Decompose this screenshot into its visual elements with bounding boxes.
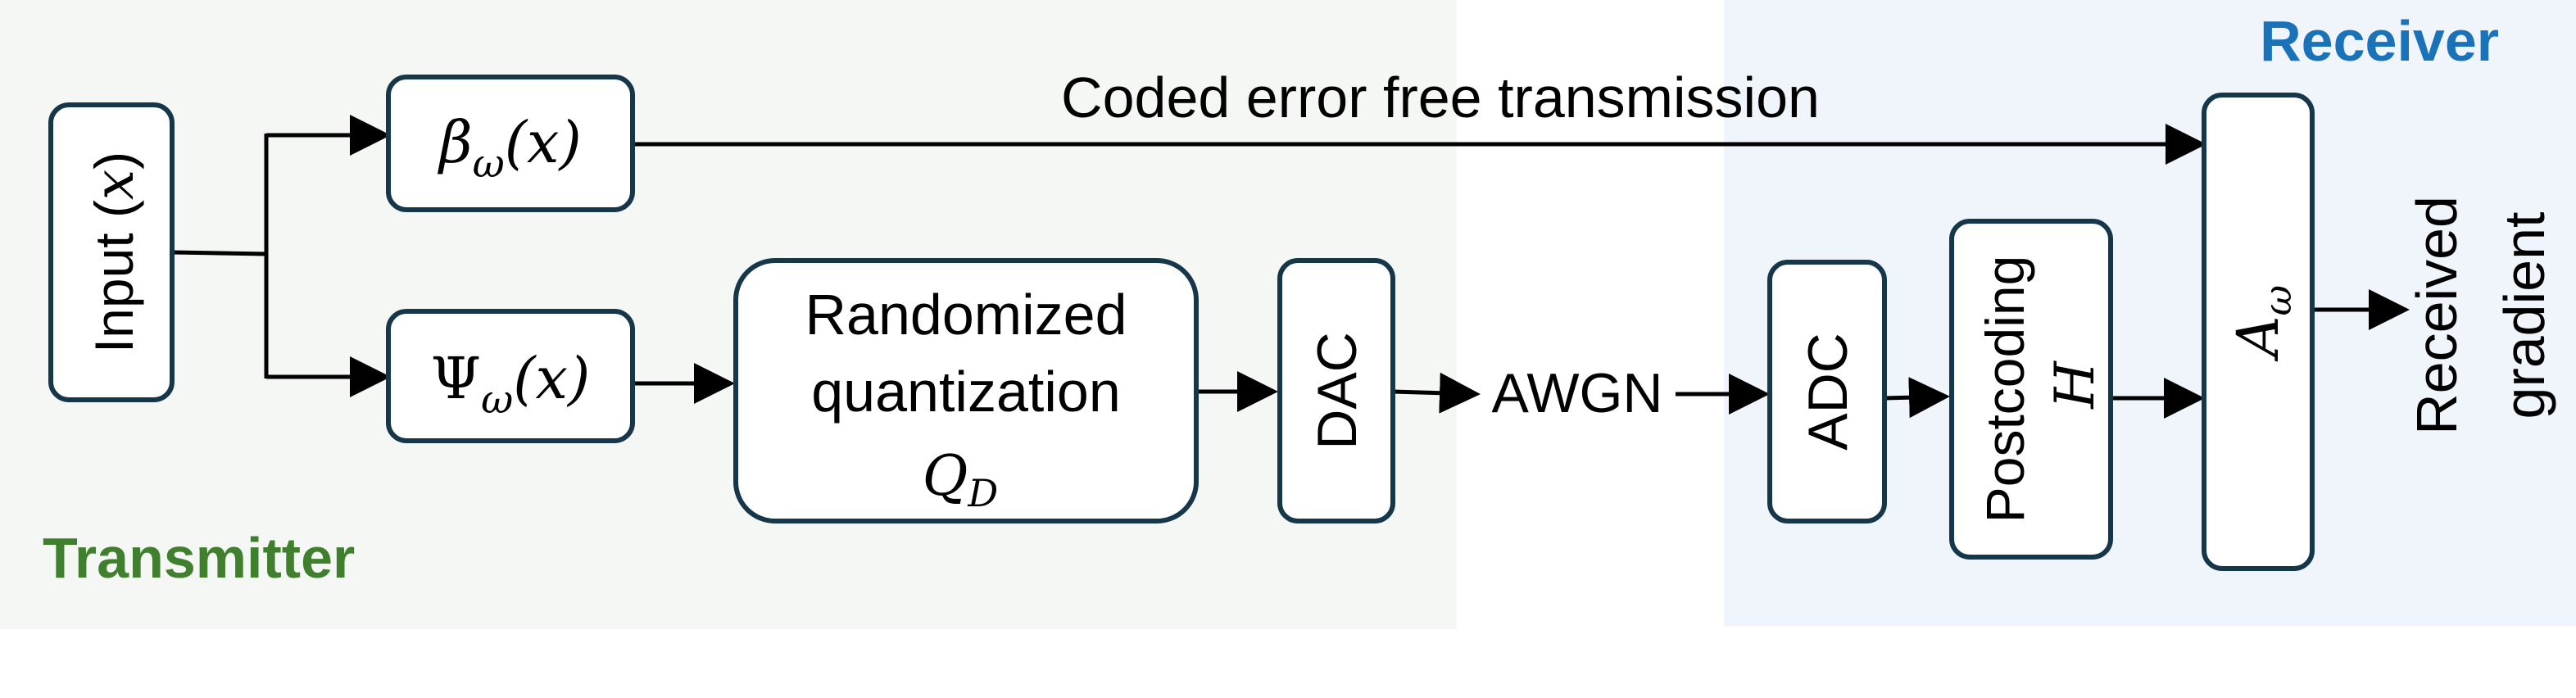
quantization-symbol: QD bbox=[923, 444, 999, 515]
a-omega-block: Aω bbox=[2202, 93, 2315, 571]
beta-block: βω(x) bbox=[386, 75, 635, 212]
arrow-adc-to-postcoding bbox=[1884, 377, 1950, 419]
psi-block: Ψω(x) bbox=[386, 309, 635, 443]
coded-link-label: Coded error free transmission bbox=[1061, 66, 1820, 129]
dac-block: DAC bbox=[1277, 258, 1395, 524]
beta-label: βω(x) bbox=[437, 109, 582, 187]
postcoding-symbol: H bbox=[2043, 360, 2107, 410]
input-label: Input (x) bbox=[83, 152, 146, 353]
a-omega-label: Aω bbox=[2225, 285, 2300, 362]
quantization-line1: Randomized bbox=[805, 283, 1127, 347]
quantization-block: Randomized quantization QD bbox=[733, 258, 1199, 524]
postcoding-block: Postcoding H bbox=[1949, 219, 2113, 560]
transmitter-label: Transmitter bbox=[43, 526, 355, 590]
dac-label: DAC bbox=[1306, 332, 1368, 450]
arrow-dac-to-awgn bbox=[1392, 372, 1481, 414]
input-to-split-line bbox=[171, 250, 267, 256]
output-label-line1: Received bbox=[2405, 196, 2469, 435]
output-label-line2: gradient bbox=[2492, 212, 2556, 419]
psi-label: Ψω(x) bbox=[431, 345, 591, 423]
adc-label: ADC bbox=[1797, 333, 1859, 451]
receiver-label: Receiver bbox=[2260, 9, 2499, 73]
awgn-label: AWGN bbox=[1491, 362, 1662, 424]
transmitter-region bbox=[0, 0, 1457, 629]
input-block: Input (x) bbox=[48, 102, 175, 402]
quantization-line2: quantization bbox=[811, 360, 1121, 424]
postcoding-label: Postcoding bbox=[1975, 256, 2035, 524]
adc-block: ADC bbox=[1767, 260, 1887, 524]
